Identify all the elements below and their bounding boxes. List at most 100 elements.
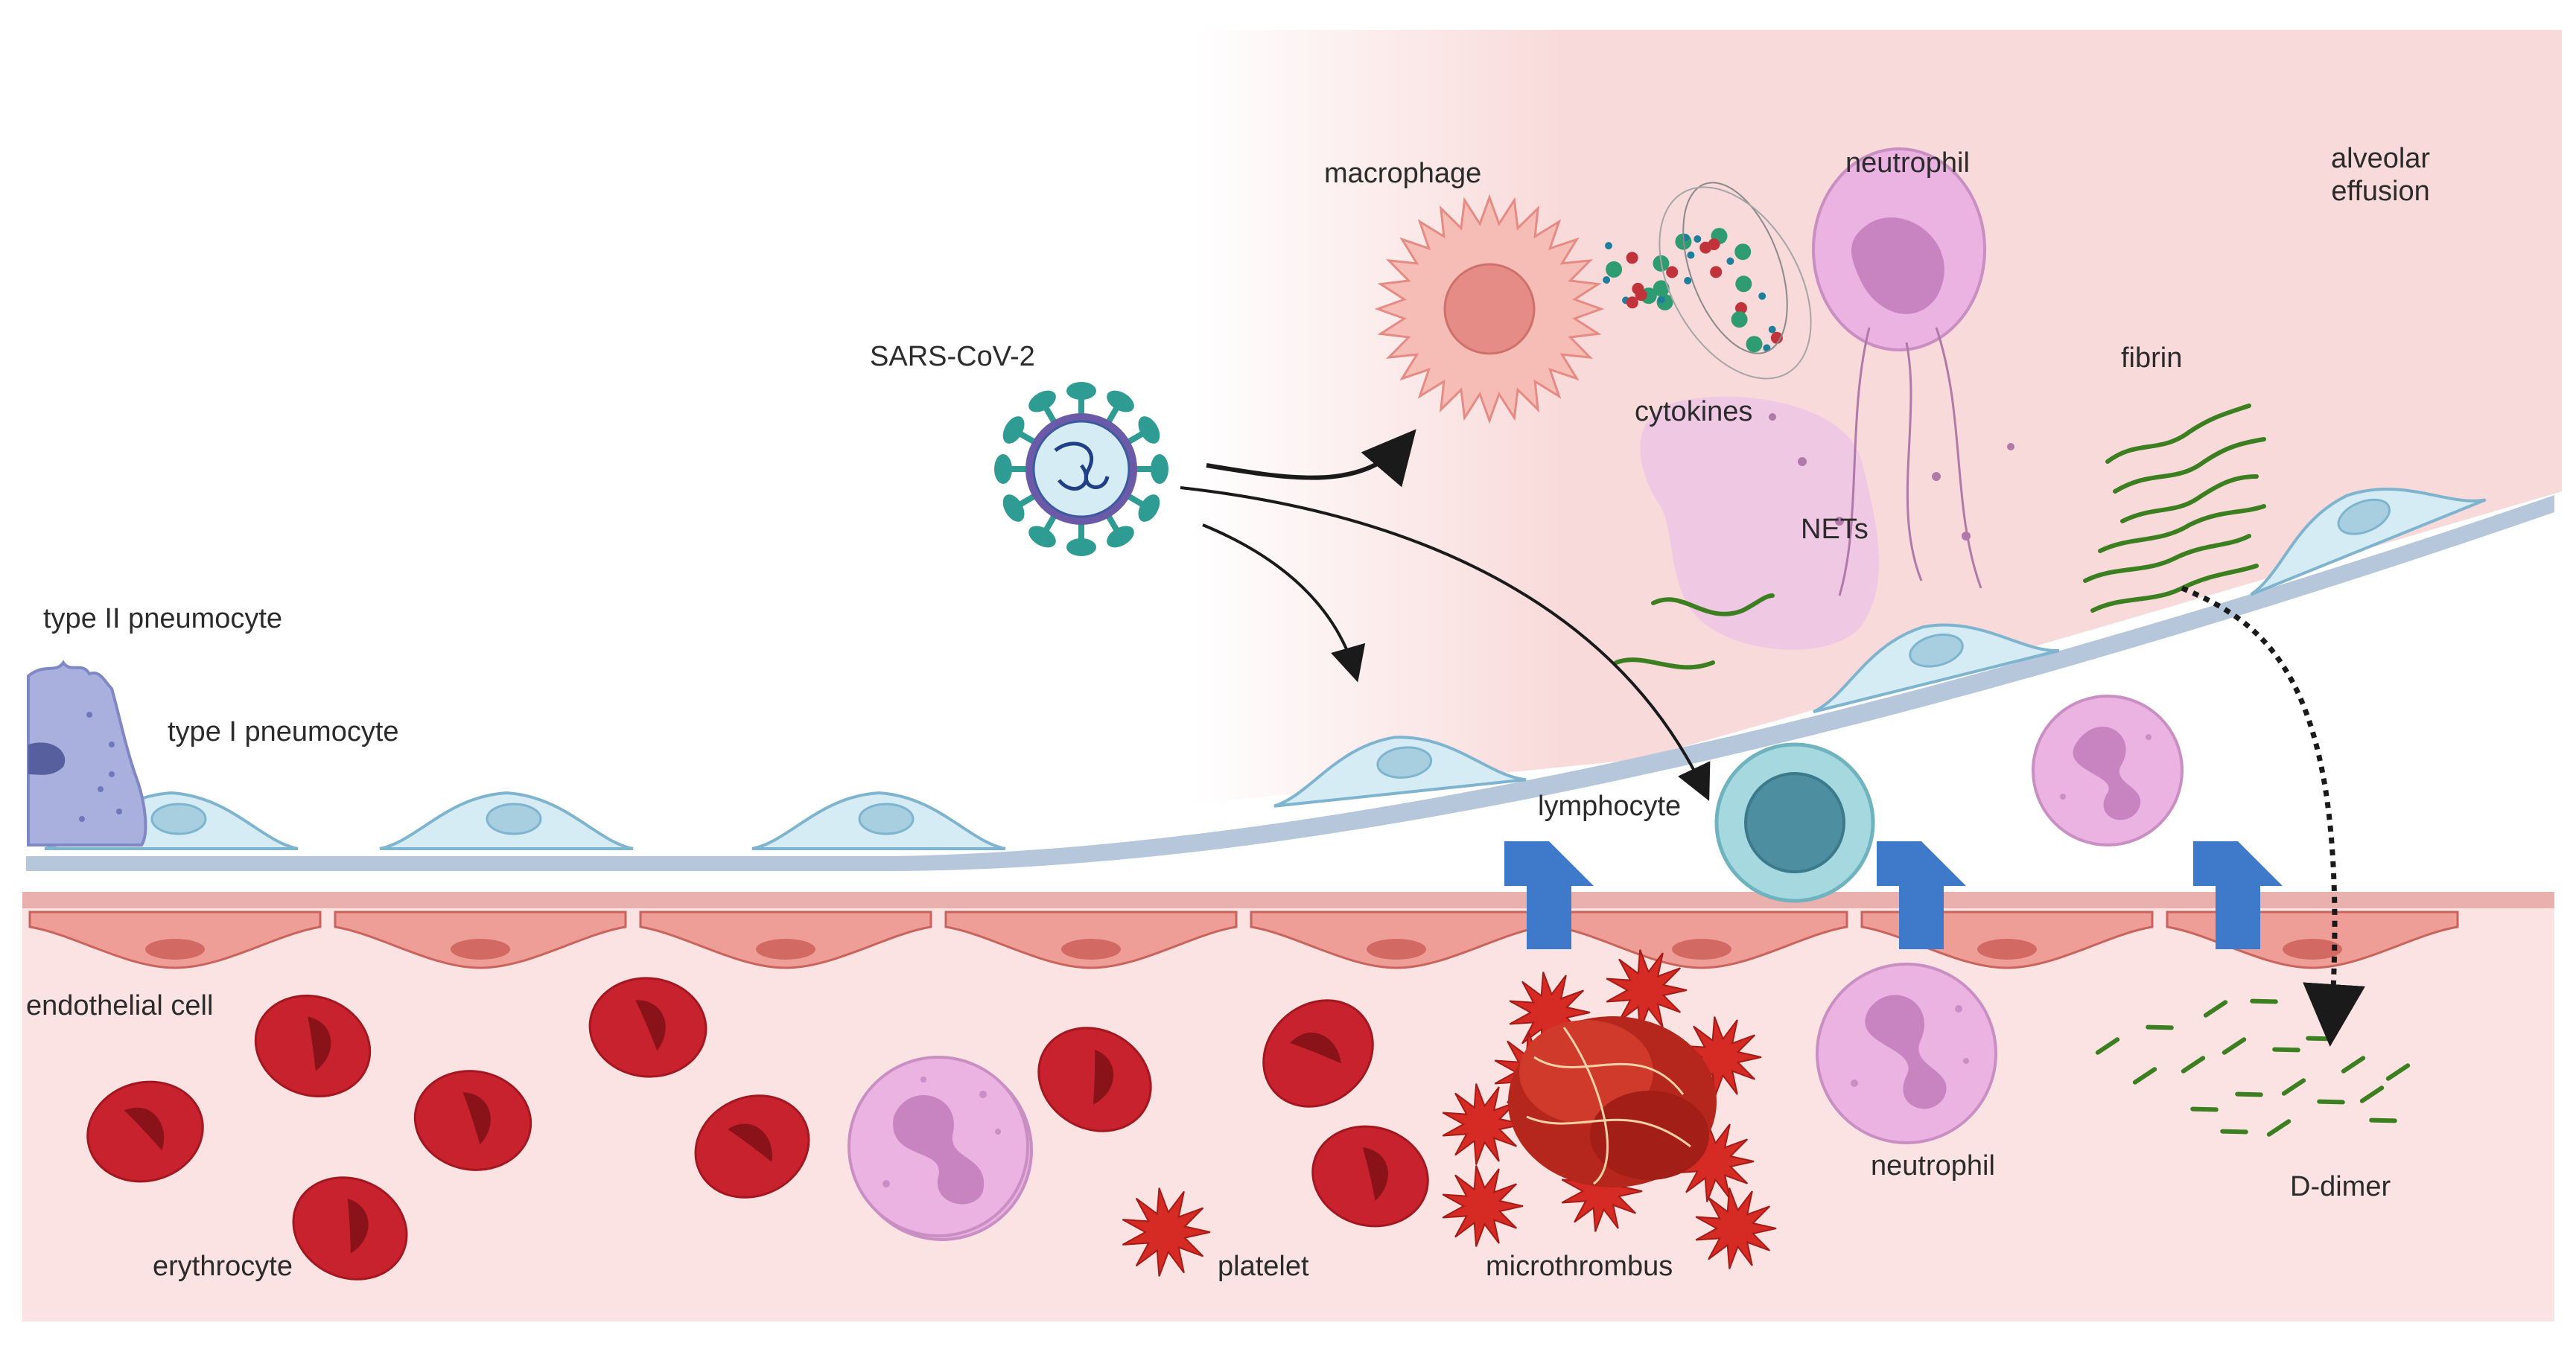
cytokine-particle [1770,331,1783,344]
migration-arrow-3 [2193,841,2283,949]
virus-rna [1054,441,1110,491]
type-i-pneumocyte-cell [1813,623,2060,714]
endothelial-cell [944,911,1238,969]
platelet-cell [1695,1187,1777,1269]
macrophage-cell [1374,194,1605,424]
erythrocyte-cell [86,1080,204,1183]
d-dimer-fragment [2272,1047,2300,1053]
type-i-pneumocyte-cell [1273,736,1527,808]
virus-spike-head [1028,390,1056,412]
label-fibrin: fibrin [2121,342,2183,374]
cytokine-particle [1694,235,1702,243]
cytokine-swirl [1682,182,1788,354]
label-nets: NETs [1801,514,1869,545]
cytokine-particle [1731,311,1748,328]
cytokine-particle [1710,266,1723,278]
cytokine-particle [1735,302,1747,314]
cytokine-particle [1734,243,1752,261]
sars-cov-2-virion [994,382,1168,556]
lymphocyte-cell [1714,742,1875,903]
cytokine-particle [1768,325,1776,334]
label-cytokines: cytokines [1635,396,1753,427]
d-dimer-fragment [2250,998,2278,1004]
d-dimer-fragment [2146,1024,2174,1030]
virus-spike-head [1151,454,1168,484]
macrophage-nucleus [1443,263,1536,355]
virus-spike-head [1107,390,1134,412]
platelet-cell [1606,949,1688,1031]
d-dimer-fragment [2281,1078,2306,1096]
d-dimer-fragment [2132,1067,2157,1085]
cytokine-particle [1735,275,1752,293]
label-alveolar-effusion: alveolar effusion [2331,143,2431,207]
cytokine-particle [1708,238,1720,251]
label-neutrophil-vessel: neutrophil [1871,1150,1995,1182]
d-dimer-fragment [2341,1056,2366,1074]
endothelial-cell [1250,911,1543,969]
pathway-arrows [1180,429,2365,1047]
virus-spike-head [1066,538,1096,556]
type-i-pneumocyte-cell [2250,488,2487,596]
label-microthrombus: microthrombus [1486,1251,1673,1282]
cytokine-particle [1626,252,1638,264]
neutrophil-vessel-right [1816,963,1997,1144]
label-type-ii-pneumocyte: type II pneumocyte [43,603,283,634]
cytokine-particle [1666,266,1679,278]
type-ii-pneumocyte [27,660,147,846]
endothelial-cell [28,911,322,969]
erythrocyte-cell [413,1070,532,1171]
label-lymphocyte: lymphocyte [1538,791,1682,822]
label-sars-cov-2: SARS-CoV-2 [870,341,1035,372]
virus-spike-head [1138,494,1160,522]
cytokine-particle [1684,277,1692,284]
cytokine-particle [1606,261,1623,278]
d-dimer-fragment [2095,1037,2120,1055]
platelet-cell [1442,1165,1524,1247]
label-endothelial-cell: endothelial cell [26,990,214,1021]
fibrin-strands [1614,404,2266,670]
d-dimer-fragment [2203,1000,2228,1018]
cytokine-particle [1726,257,1734,265]
type-i-pneumocyte-cell [751,791,1006,850]
d-dimer-fragment [2266,1119,2292,1137]
migration-arrow-2 [1877,841,1966,949]
migration-arrows [1504,841,2283,949]
d-dimer-fragment [2235,1091,2263,1097]
erythrocyte-cell [254,994,372,1098]
virus-spike-head [1138,416,1160,444]
virus-spike-head [994,454,1012,484]
virus-spike-head [1028,526,1056,548]
type-i-pneumocytes [44,488,2487,850]
cytokine-particle [1758,292,1766,300]
d-dimer-fragment [2222,1037,2247,1055]
label-d-dimer: D-dimer [2290,1171,2391,1202]
d-dimer-fragment [2369,1117,2397,1123]
erythrocyte-cell [1037,1027,1152,1132]
platelet-cell [1442,1083,1524,1165]
d-dimer-fragment [2359,1085,2385,1103]
endothelial-cell [334,911,627,969]
label-neutrophil-alveolar: neutrophil [1845,147,1970,179]
erythrocyte-cell [588,977,707,1078]
neutrophil-vessel-left [847,1056,1029,1237]
virus-capsid [1032,420,1130,518]
platelet-cell [1122,1187,1211,1277]
cytokine-particle [1763,344,1771,352]
arrow-virus-to-macrophage [1206,429,1416,488]
arrow-fibrin-to-ddimer [2181,585,2365,1047]
cytokine-swirl [1659,186,1812,380]
virus-spike-head [1107,526,1134,548]
erythrocyte-cell [1262,999,1374,1108]
cytokine-particle [1687,251,1695,259]
label-platelet: platelet [1218,1251,1309,1282]
d-dimer-fragment [2190,1106,2219,1112]
cytokine-particle [1605,242,1612,249]
d-dimer-fragment [2317,1099,2345,1105]
label-macrophage: macrophage [1324,158,1482,189]
endothelial-cell [1555,911,1848,969]
erythrocyte-cell [292,1176,408,1281]
cytokine-particle [1626,296,1638,309]
erythrocyte-cell [694,1094,810,1199]
d-dimer-fragment [2385,1063,2411,1081]
